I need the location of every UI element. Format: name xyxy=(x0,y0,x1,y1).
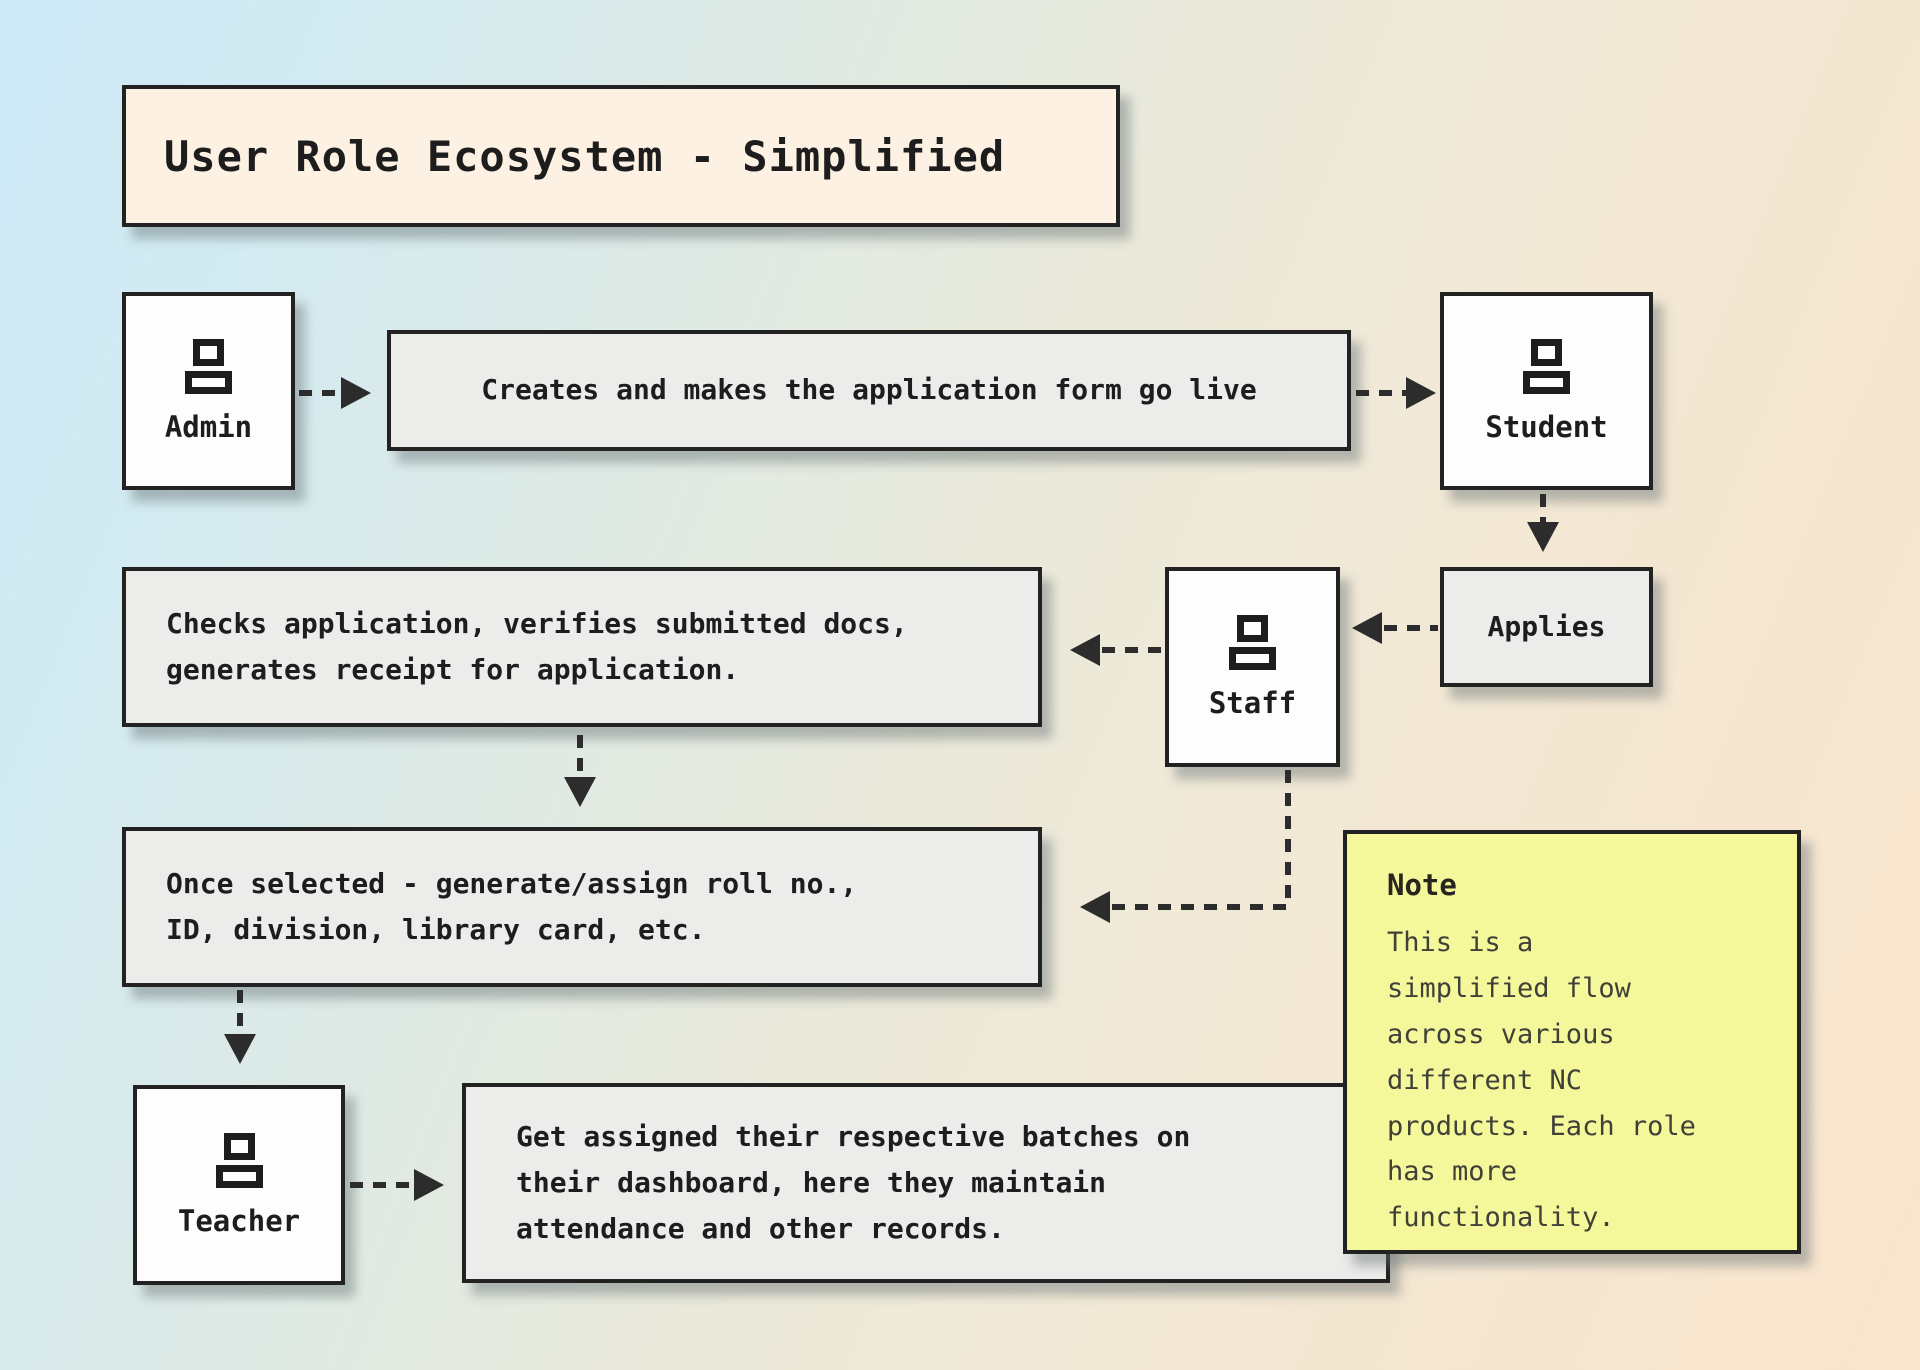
arrow-line xyxy=(350,1182,412,1188)
arrow-line xyxy=(1356,390,1406,396)
person-body-icon xyxy=(1229,646,1276,670)
arrow-line xyxy=(1102,647,1164,653)
note-box: Note This is a simplified flow across va… xyxy=(1343,830,1801,1254)
arrow-line xyxy=(1384,625,1438,631)
arrow-line xyxy=(1540,494,1546,522)
person-head-icon xyxy=(1237,614,1268,642)
arrowhead-right-icon xyxy=(414,1169,444,1201)
arrowhead-left-icon xyxy=(1080,891,1110,923)
arrowhead-down-icon xyxy=(1527,522,1559,552)
arrowhead-down-icon xyxy=(564,777,596,807)
arrowhead-down-icon xyxy=(224,1034,256,1064)
node-checks-application: Checks application, verifies submitted d… xyxy=(122,567,1042,727)
node-applies: Applies xyxy=(1440,567,1653,687)
node-staff-label: Staff xyxy=(1208,685,1297,720)
person-head-icon xyxy=(223,1132,255,1160)
person-head-icon xyxy=(1531,338,1562,366)
person-icon xyxy=(185,338,232,394)
person-body-icon xyxy=(1523,370,1570,394)
arrow-line xyxy=(1112,904,1288,910)
diagram-title-box: User Role Ecosystem - Simplified xyxy=(122,85,1120,227)
node-batches-text: Get assigned their respective batches on… xyxy=(516,1119,1191,1246)
person-head-icon xyxy=(193,338,224,366)
arrowhead-right-icon xyxy=(1406,377,1436,409)
node-admin-label: Admin xyxy=(164,409,253,444)
person-body-icon xyxy=(215,1164,263,1188)
node-student: Student xyxy=(1440,292,1653,490)
note-heading: Note xyxy=(1387,868,1457,902)
arrow-line xyxy=(577,735,583,775)
node-creates-form-text: Creates and makes the application form g… xyxy=(481,373,1257,407)
note-body: This is a simplified flow across various… xyxy=(1387,927,1696,1234)
node-admin: Admin xyxy=(122,292,295,490)
arrowhead-left-icon xyxy=(1070,634,1100,666)
person-body-icon xyxy=(185,370,232,394)
arrow-line xyxy=(1285,770,1291,905)
arrow-line xyxy=(299,390,341,396)
person-icon xyxy=(1229,614,1276,670)
arrowhead-right-icon xyxy=(341,377,371,409)
node-checks-application-text: Checks application, verifies submitted d… xyxy=(166,606,908,686)
node-creates-form: Creates and makes the application form g… xyxy=(387,330,1351,451)
arrow-line xyxy=(237,990,243,1032)
node-assign-roll-text: Once selected - generate/assign roll no.… xyxy=(166,866,858,946)
node-staff: Staff xyxy=(1165,567,1340,767)
person-icon xyxy=(215,1132,263,1188)
person-icon xyxy=(1523,338,1570,394)
diagram-title: User Role Ecosystem - Simplified xyxy=(164,131,1006,181)
node-assign-roll: Once selected - generate/assign roll no.… xyxy=(122,827,1042,987)
node-teacher: Teacher xyxy=(133,1085,345,1285)
node-applies-text: Applies xyxy=(1487,609,1606,643)
arrowhead-left-icon xyxy=(1352,612,1382,644)
node-batches: Get assigned their respective batches on… xyxy=(462,1083,1390,1283)
node-student-label: Student xyxy=(1485,409,1608,444)
node-teacher-label: Teacher xyxy=(177,1203,301,1238)
